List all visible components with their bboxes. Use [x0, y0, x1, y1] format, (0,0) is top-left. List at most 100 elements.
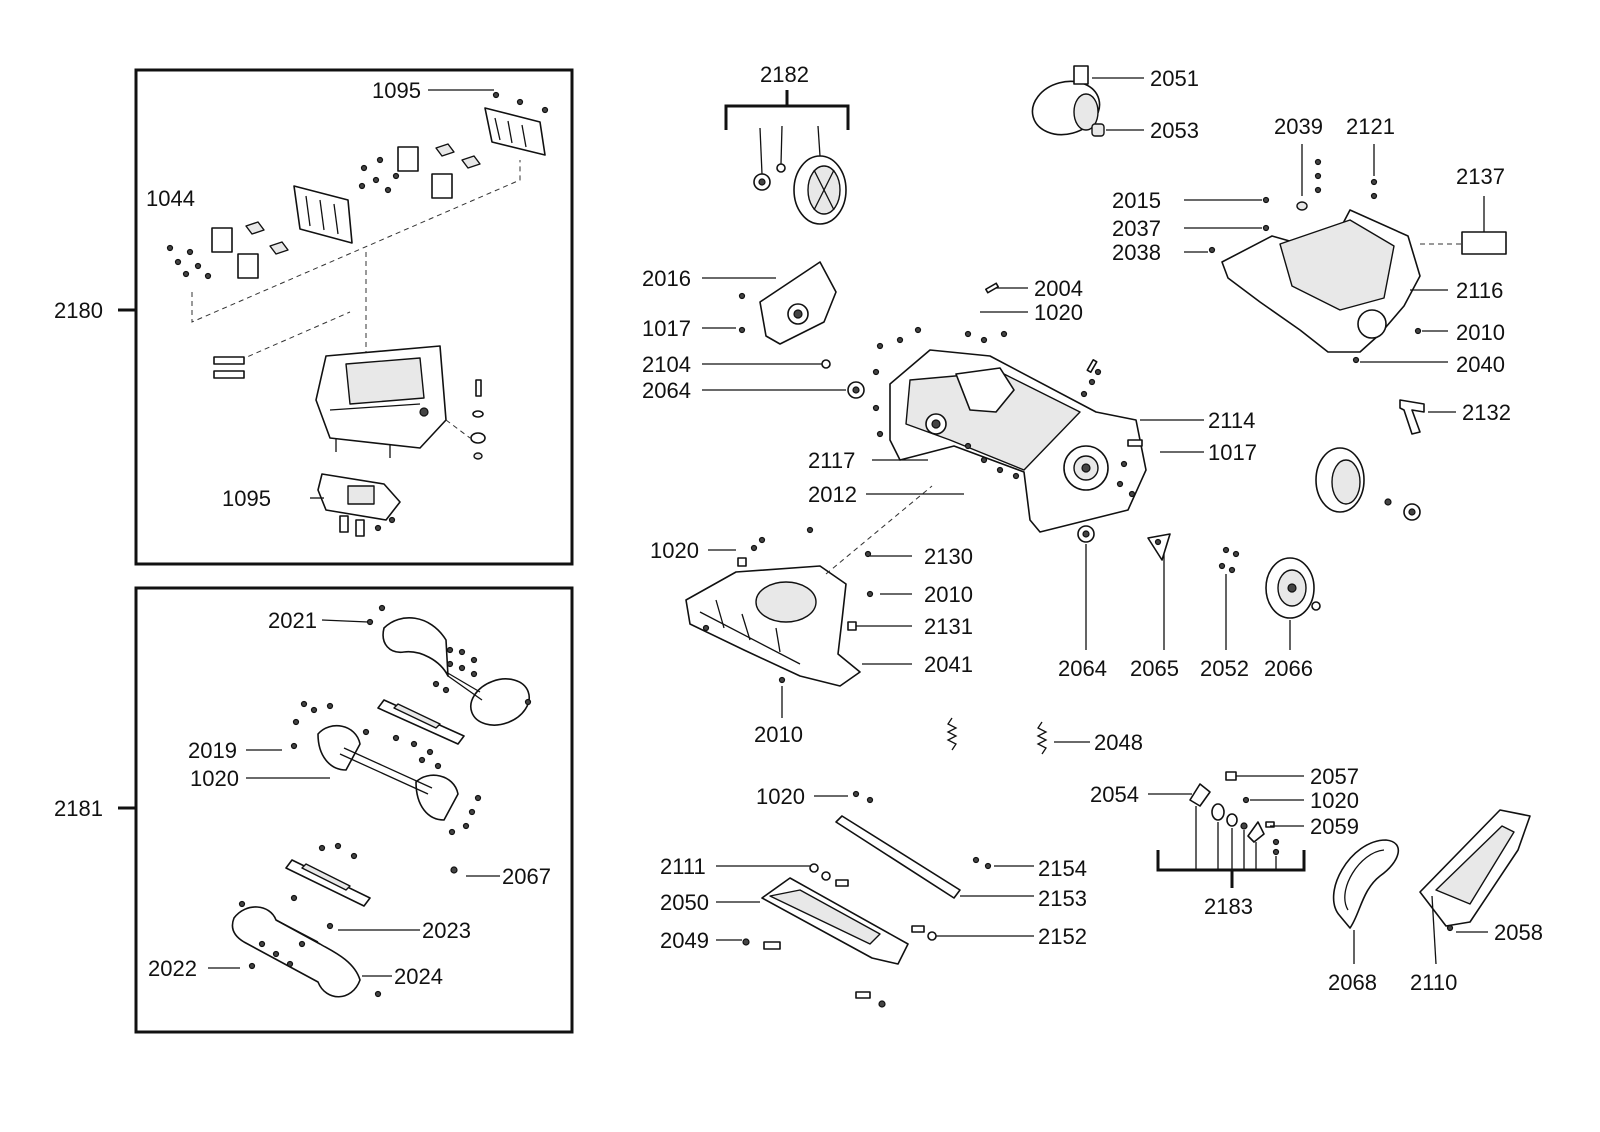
label-2010-bottom: 2010 [754, 722, 803, 747]
label-2041: 2041 [924, 652, 973, 677]
battery-latches [211, 143, 481, 279]
label-2067: 2067 [502, 864, 551, 889]
label-2038: 2038 [1112, 240, 1161, 265]
auger-screws-and-nuts [238, 604, 532, 998]
part-number-labels: 2180 2181 1095 1044 1095 2021 2019 1020 … [54, 62, 1543, 995]
label-1095-bottom: 1095 [222, 486, 271, 511]
label-2114: 2114 [1208, 408, 1255, 433]
label-2117: 2117 [808, 448, 855, 473]
label-2049: 2049 [660, 928, 709, 953]
chute-base-2041 [685, 485, 933, 687]
label-2064-right: 2064 [1058, 656, 1107, 681]
battery-assembly-parts [166, 91, 549, 537]
label-2137: 2137 [1456, 164, 1505, 189]
label-1020-tension: 1020 [1310, 788, 1359, 813]
label-2182: 2182 [760, 62, 809, 87]
side-cover-2016 [738, 261, 837, 345]
label-2116: 2116 [1456, 278, 1503, 303]
label-1020-auger: 1020 [190, 766, 239, 791]
housing-fasteners [445, 379, 486, 460]
label-1020-scraper: 1020 [756, 784, 805, 809]
small-screws-1044 [166, 156, 400, 280]
label-1017-left: 1017 [642, 316, 691, 341]
auger-flight-lower [231, 906, 361, 998]
bracket-2183 [1156, 850, 1306, 888]
label-2065: 2065 [1130, 656, 1179, 681]
handle-knob-2132 [1399, 399, 1425, 435]
label-2183: 2183 [1204, 894, 1253, 919]
label-2131: 2131 [924, 614, 973, 639]
label-2110: 2110 [1410, 970, 1457, 995]
label-2121: 2121 [1346, 114, 1395, 139]
auger-paddle-frame [317, 725, 459, 821]
label-2010-right: 2010 [1456, 320, 1505, 345]
label-2054: 2054 [1090, 782, 1139, 807]
label-2064-left: 2064 [642, 378, 691, 403]
label-2037: 2037 [1112, 216, 1161, 241]
battery-assembly-frame [134, 68, 574, 566]
label-2021: 2021 [268, 608, 317, 633]
rear-housing-2116 [1208, 158, 1507, 364]
auger-assembly-parts [231, 604, 532, 998]
label-2004: 2004 [1034, 276, 1083, 301]
label-2022: 2022 [148, 956, 197, 981]
scraper-bar-upper [377, 699, 465, 745]
label-2137 [1461, 231, 1507, 255]
switch-module [317, 473, 401, 537]
label-2039: 2039 [1274, 114, 1323, 139]
label-2132: 2132 [1462, 400, 1511, 425]
contact-plate-middle [293, 185, 353, 244]
label-2015: 2015 [1112, 188, 1161, 213]
screws-2052 [1218, 546, 1240, 574]
label-1095-top: 1095 [372, 78, 421, 103]
tensioner-assembly-2183 [1189, 771, 1280, 870]
rear-wheel-assembly [1315, 447, 1421, 521]
scraper-assembly [742, 790, 992, 1008]
label-2130: 2130 [924, 544, 973, 569]
label-2023: 2023 [422, 918, 471, 943]
label-2012: 2012 [808, 482, 857, 507]
label-2181: 2181 [54, 796, 103, 821]
label-2068: 2068 [1328, 970, 1377, 995]
leader-lines [208, 77, 1488, 977]
label-2052: 2052 [1200, 656, 1249, 681]
warning-label-2 [213, 370, 245, 379]
label-2050: 2050 [660, 890, 709, 915]
label-2057: 2057 [1310, 764, 1359, 789]
label-2048: 2048 [1094, 730, 1143, 755]
belt-2068 [1332, 839, 1400, 929]
label-2059: 2059 [1310, 814, 1359, 839]
auger-flight-upper [382, 617, 530, 726]
label-2180: 2180 [54, 298, 103, 323]
label-2024: 2024 [394, 964, 443, 989]
label-2019: 2019 [188, 738, 237, 763]
label-2016: 2016 [642, 266, 691, 291]
warning-label-1 [213, 356, 245, 365]
label-2152: 2152 [1038, 924, 1087, 949]
label-2058: 2058 [1494, 920, 1543, 945]
springs-2048 [946, 717, 1048, 755]
label-2051: 2051 [1150, 66, 1199, 91]
belt-cover-2110 [1419, 809, 1531, 932]
label-2104: 2104 [642, 352, 691, 377]
label-1020-frame: 1020 [1034, 300, 1083, 325]
label-2111: 2111 [660, 854, 706, 879]
label-1044: 1044 [146, 186, 195, 211]
scraper-bar-lower [285, 859, 371, 907]
label-2066: 2066 [1264, 656, 1313, 681]
bearings-2064-2104 [821, 359, 1095, 543]
main-frame-2114 [872, 282, 1147, 533]
auger-assembly-frame [134, 586, 574, 1034]
label-2154: 2154 [1038, 856, 1087, 881]
pulley-2066 [1265, 557, 1321, 619]
battery-housing [315, 345, 447, 458]
label-2040: 2040 [1456, 352, 1505, 377]
front-wheel-assembly [753, 125, 847, 225]
label-2010-chute: 2010 [924, 582, 973, 607]
bracket-2065 [1147, 533, 1171, 561]
contact-plate-rear [484, 91, 549, 156]
label-1020-chute: 1020 [650, 538, 699, 563]
label-2153: 2153 [1038, 886, 1087, 911]
motor [1031, 65, 1105, 137]
